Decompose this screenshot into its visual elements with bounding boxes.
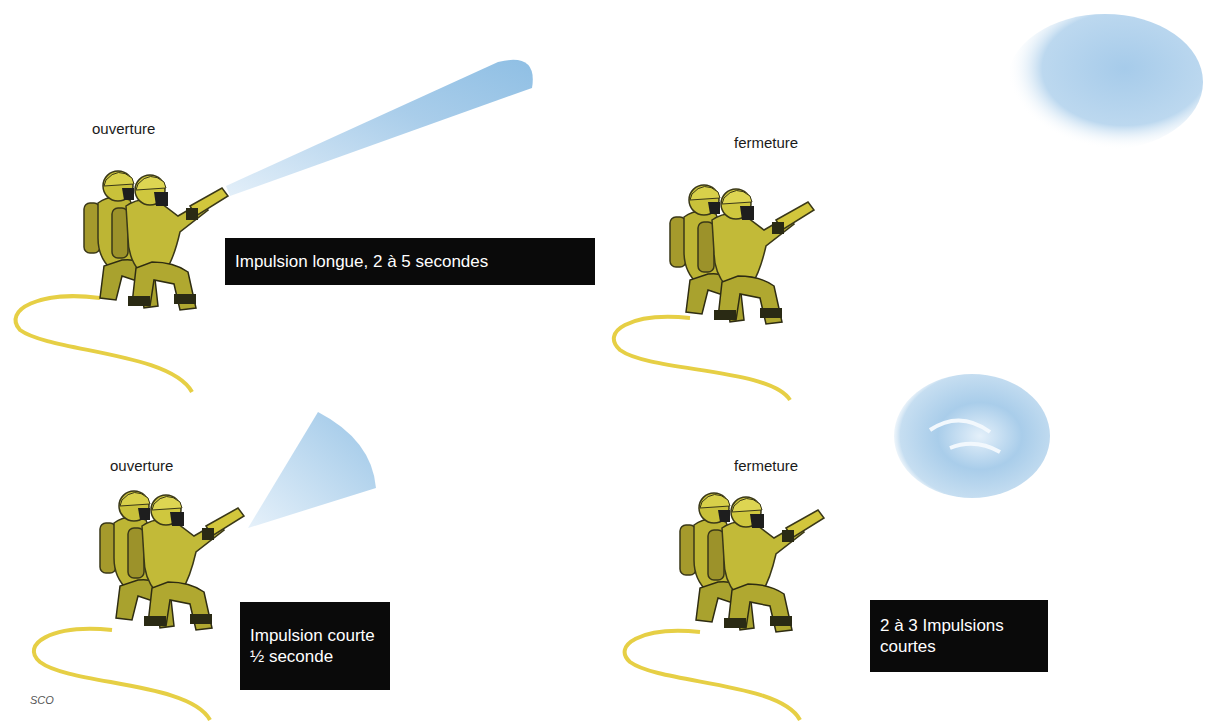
water-jet bbox=[226, 60, 533, 196]
caption-text: 2 à 3 Impulsions courtes bbox=[880, 615, 1038, 658]
hose bbox=[16, 296, 192, 392]
water-cloud bbox=[1007, 14, 1203, 150]
hose bbox=[614, 317, 790, 400]
caption-box: Impulsion courte ½ seconde bbox=[240, 602, 390, 690]
action-label: ouverture bbox=[110, 457, 173, 474]
caption-box: 2 à 3 Impulsions courtes bbox=[870, 600, 1048, 672]
action-label: ouverture bbox=[92, 120, 155, 137]
hose bbox=[625, 631, 800, 720]
caption-text: Impulsion longue, 2 à 5 secondes bbox=[235, 251, 488, 272]
water-cloud bbox=[894, 374, 1050, 498]
hose bbox=[34, 629, 210, 720]
water-cloud-detail bbox=[930, 420, 1000, 452]
caption-box: Impulsion longue, 2 à 5 secondes bbox=[225, 238, 595, 285]
action-label: fermeture bbox=[734, 134, 798, 151]
watermark: SCO bbox=[30, 694, 54, 706]
action-label: fermeture bbox=[734, 457, 798, 474]
caption-text: Impulsion courte ½ seconde bbox=[250, 625, 380, 668]
water-jet bbox=[248, 412, 376, 528]
